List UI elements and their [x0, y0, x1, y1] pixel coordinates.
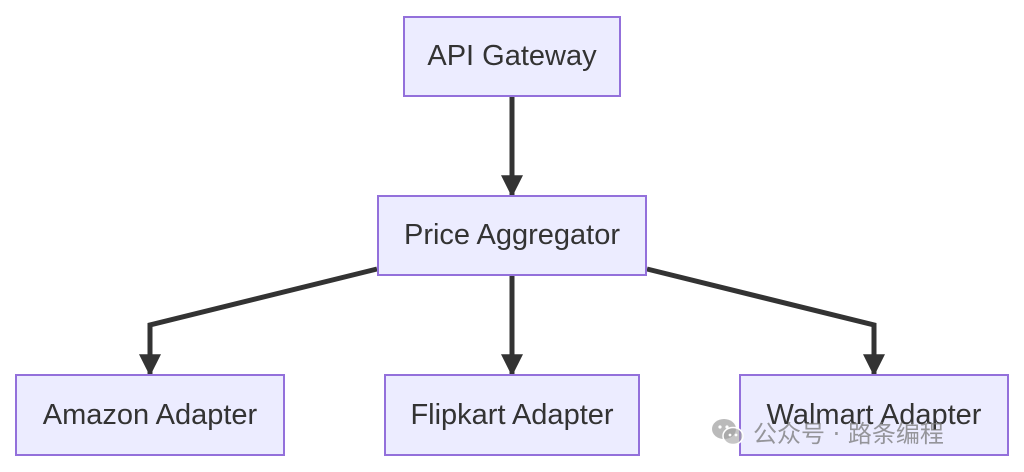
node-api-gateway: API Gateway: [403, 16, 621, 97]
wechat-icon: [712, 418, 744, 445]
node-price-aggregator: Price Aggregator: [377, 195, 647, 276]
node-label: Amazon Adapter: [42, 398, 258, 431]
node-label: API Gateway: [427, 40, 597, 72]
node-label: Walmart Adapter: [766, 398, 982, 431]
node-label: Price Aggregator: [403, 219, 620, 251]
node-label: Flipkart Adapter: [410, 398, 614, 431]
node-amazon-adapter: Amazon Adapter: [15, 374, 285, 456]
edge-aggregator-to-walmart: [646, 266, 886, 377]
node-walmart-adapter: Walmart Adapter: [739, 374, 1009, 456]
node-flipkart-adapter: Flipkart Adapter: [384, 374, 640, 456]
watermark-text: 公众号 · 路条编程: [753, 420, 944, 448]
edge-aggregator-to-amazon: [138, 266, 378, 377]
watermark: 公众号 · 路条编程: [711, 414, 944, 449]
